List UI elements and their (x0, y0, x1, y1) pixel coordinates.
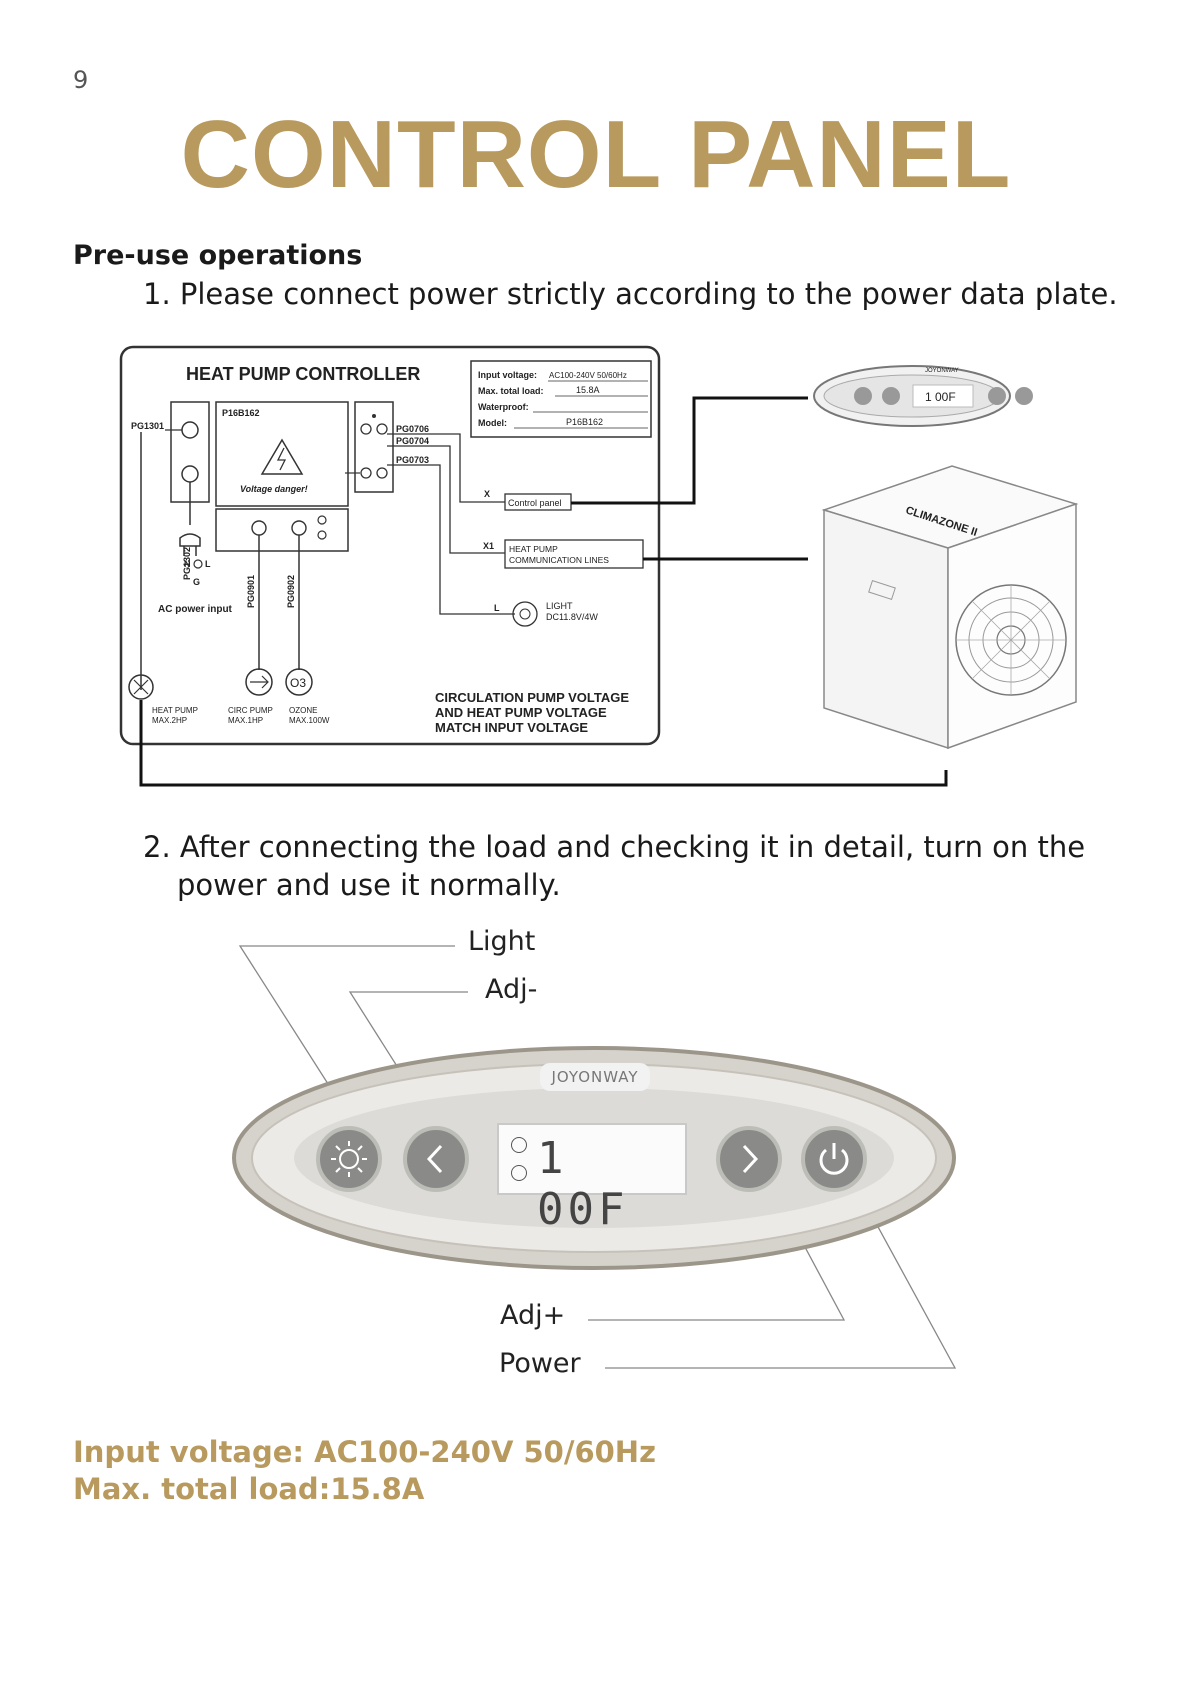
circ-pump-icon (245, 668, 273, 696)
adj-plus-button[interactable] (716, 1126, 782, 1192)
power-callout: Power (499, 1348, 581, 1379)
controller-outline (119, 345, 661, 746)
adj-minus-button[interactable] (403, 1126, 469, 1192)
plate-waterproof-label: Waterproof: (478, 402, 529, 412)
control-panel-label: Control panel (508, 498, 562, 508)
plate-model-value: P16B162 (566, 417, 603, 427)
voltage-warning-icon (260, 438, 304, 475)
plate-voltage-value: AC100-240V 50/60Hz (549, 371, 627, 380)
plate-voltage-label: Input voltage: (478, 370, 537, 380)
heater-icon (511, 1137, 527, 1153)
plug-g: G (193, 577, 200, 587)
plate-load-label: Max. total load: (478, 386, 544, 396)
light-label-2: DC11.8V/4W (546, 612, 598, 622)
ozone-symbol: O3 (290, 676, 306, 690)
circ-pump-label-1: CIRC PUMP (228, 706, 273, 715)
ac-power-input-label: AC power input (158, 604, 233, 615)
sun-icon (331, 1141, 367, 1177)
port-pg0704: PG0704 (396, 436, 429, 446)
step-2-text: 2. After connecting the load and checkin… (143, 830, 1086, 902)
light-callout: Light (468, 926, 536, 957)
data-plate (470, 360, 652, 438)
circ-pump-label-2: MAX.1HP (228, 716, 263, 725)
light-callout-line (238, 945, 455, 1135)
plate-model-label: Model: (478, 418, 507, 428)
light-button[interactable] (316, 1126, 382, 1192)
light-icon (512, 601, 538, 627)
wiring-diagram: HEAT PUMP CONTROLLER Input voltage: AC10… (119, 345, 1079, 787)
port-pg0706: PG0706 (396, 424, 429, 434)
heat-pump-unit: CLIMAZONE II (821, 465, 1079, 750)
small-control-panel: 1 00F JOYONWAY (813, 365, 1033, 427)
light-label-1: LIGHT (546, 601, 573, 611)
comm-line-2: COMMUNICATION LINES (509, 555, 609, 565)
notice-line-1: CIRCULATION PUMP VOLTAGE (435, 690, 629, 705)
port-pg1301: PG1301 (131, 421, 164, 431)
spec-input-voltage: Input voltage: AC100-240V 50/60Hz (73, 1435, 656, 1469)
plug-l: L (205, 559, 211, 569)
plug-icon (179, 533, 201, 547)
port-pg0902: PG0902 (286, 575, 296, 608)
small-panel-brand: JOYONWAY (925, 368, 959, 374)
ozone-label-1: OZONE (289, 706, 317, 715)
heat-pump-icon (128, 674, 154, 700)
heating-icon (511, 1165, 527, 1181)
panel-brand: JOYONWAY (551, 1068, 639, 1086)
chevron-right-icon (742, 1144, 759, 1174)
chevron-left-icon (426, 1144, 443, 1174)
board-label: P16B162 (222, 408, 260, 418)
notice-line-2: AND HEAT PUMP VOLTAGE (435, 705, 607, 720)
voltage-danger-text: Voltage danger! (240, 484, 308, 494)
page-number: 9 (73, 66, 89, 94)
control-panel-illustration (232, 945, 957, 1369)
heat-pump-label-1: HEAT PUMP (152, 706, 198, 715)
ozone-icon (285, 668, 313, 696)
port-pg1302: PG1302 (182, 547, 192, 580)
power-icon (819, 1143, 849, 1175)
adj-minus-callout: Adj- (485, 974, 538, 1005)
ozone-label-2: MAX.100W (289, 716, 330, 725)
spec-max-load: Max. total load:15.8A (73, 1472, 425, 1506)
notice-line-3: MATCH INPUT VOLTAGE (435, 720, 588, 735)
step-1-text: 1. Please connect power strictly accordi… (143, 277, 1118, 311)
section-heading: Pre-use operations (73, 240, 363, 271)
heat-pump-label-2: MAX.2HP (152, 716, 187, 725)
power-button[interactable] (801, 1126, 867, 1192)
display-readout: 1 00F (537, 1133, 629, 1235)
x1-label: X1 (483, 541, 494, 551)
port-pg0703: PG0703 (396, 455, 429, 465)
temperature-display: 1 00F (497, 1123, 687, 1235)
page-title: CONTROL PANEL (180, 101, 1012, 208)
adj-plus-callout: Adj+ (500, 1300, 566, 1331)
small-panel-display: 1 00F (925, 390, 956, 404)
port-pg0901: PG0901 (246, 575, 256, 608)
comm-line-1: HEAT PUMP (509, 544, 558, 554)
plate-load-value: 15.8A (576, 385, 600, 395)
controller-title: HEAT PUMP CONTROLLER (186, 364, 420, 384)
x-label: X (484, 489, 490, 499)
l-label: L (494, 603, 500, 613)
plug-n: N (184, 559, 191, 569)
